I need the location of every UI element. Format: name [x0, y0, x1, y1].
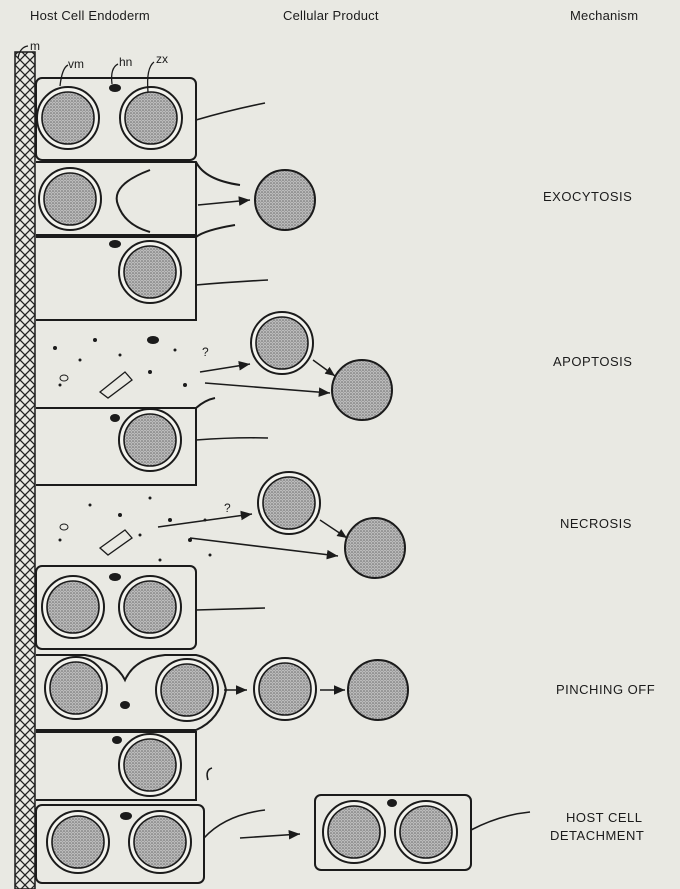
host-nucleus-1	[109, 84, 121, 92]
egg-1a	[37, 87, 99, 149]
product-apoptosis-2	[332, 360, 392, 420]
egg-7b	[119, 576, 181, 638]
egg-10a	[47, 811, 109, 873]
egg-2	[39, 168, 101, 230]
host-nucleus-7	[109, 573, 121, 581]
egg-3	[119, 241, 181, 303]
egg-8a	[45, 657, 107, 719]
structure-labels: m vm hn zx	[18, 39, 168, 92]
apoptotic-cell: ?	[53, 336, 209, 398]
svg-text:m: m	[30, 39, 40, 53]
host-nucleus-10	[120, 812, 132, 820]
egg-10b	[129, 811, 191, 873]
product-necrosis-1	[258, 472, 320, 534]
product-necrosis-2	[345, 518, 405, 578]
product-apoptosis-1	[251, 312, 313, 374]
svg-text:?: ?	[224, 501, 231, 515]
product-pinching-1	[254, 658, 316, 720]
detached-egg-1	[323, 801, 385, 863]
necrotic-cell: ?	[59, 497, 232, 562]
egg-5	[119, 409, 181, 471]
product-pinching-2	[348, 660, 408, 720]
svg-text:?: ?	[202, 345, 209, 359]
detached-egg-2	[395, 801, 457, 863]
egg-1b	[120, 87, 182, 149]
host-nucleus-5	[110, 414, 120, 422]
host-nucleus-9	[112, 736, 122, 744]
svg-text:zx: zx	[156, 52, 168, 66]
host-nucleus-3	[109, 240, 121, 248]
egg-8b	[156, 659, 218, 721]
svg-text:hn: hn	[119, 55, 132, 69]
egg-7a	[42, 576, 104, 638]
product-exocytosis	[255, 170, 315, 230]
svg-text:vm: vm	[68, 57, 84, 71]
basement-membrane	[15, 52, 35, 889]
egg-9	[119, 734, 181, 796]
